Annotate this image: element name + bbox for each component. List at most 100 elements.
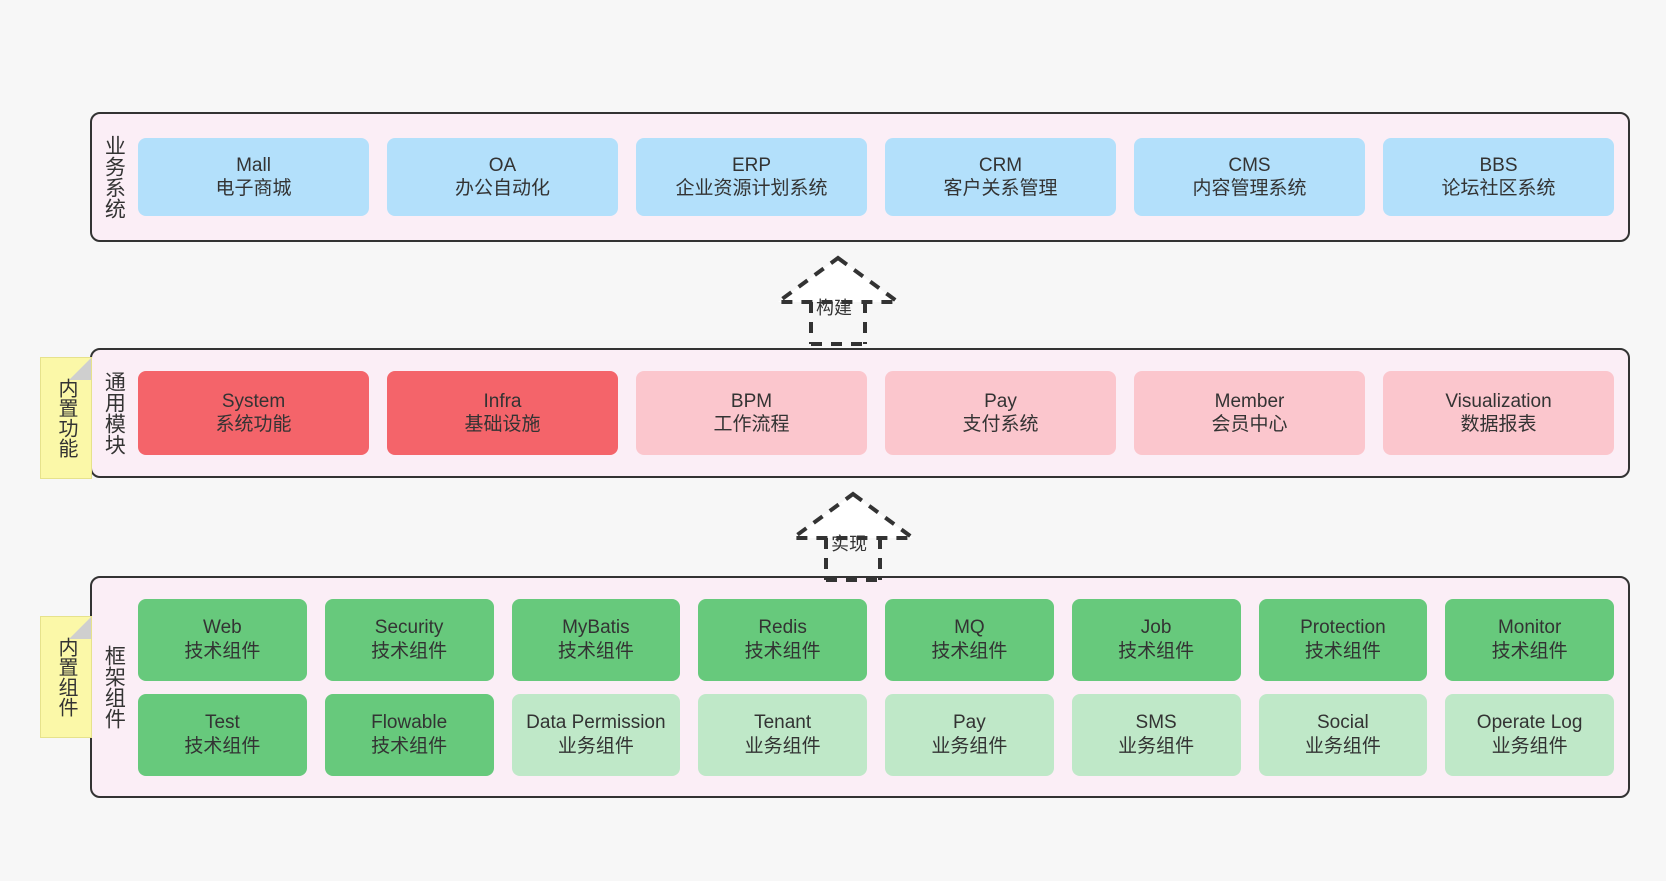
node-subtitle: 技术组件 xyxy=(557,640,634,662)
node-subtitle: 业务组件 xyxy=(744,735,821,757)
node-social[interactable]: Social 业务组件 xyxy=(1258,693,1428,776)
node-title: ERP xyxy=(731,154,772,176)
node-test[interactable]: Test 技术组件 xyxy=(138,693,307,776)
node-row: Mall 电子商城 OA 办公自动化 ERP 企业资源计划系统 CRM 客户关系… xyxy=(138,138,1614,216)
node-subtitle: 业务组件 xyxy=(557,735,634,757)
node-title: Test xyxy=(204,712,240,734)
node-monitor[interactable]: Monitor 技术组件 xyxy=(1445,598,1614,681)
node-pay-module[interactable]: Pay 支付系统 xyxy=(885,371,1116,455)
node-subtitle: 电子商城 xyxy=(215,178,292,199)
node-job[interactable]: Job 技术组件 xyxy=(1071,598,1241,681)
node-title: System xyxy=(221,390,286,412)
node-subtitle: 技术组件 xyxy=(1118,640,1195,662)
layer-body-framework-components: Web 技术组件 Security 技术组件 MyBatis 技术组件 Redi… xyxy=(134,578,1628,796)
node-title: Pay xyxy=(984,390,1017,412)
node-title: Infra xyxy=(483,390,522,412)
node-erp[interactable]: ERP 企业资源计划系统 xyxy=(636,138,867,216)
node-subtitle: 技术组件 xyxy=(1491,640,1568,662)
node-subtitle: 业务组件 xyxy=(931,735,1008,757)
node-title: Monitor xyxy=(1497,617,1562,639)
node-subtitle: 技术组件 xyxy=(371,640,448,662)
node-subtitle: 基础设施 xyxy=(464,414,541,435)
layer-common-modules: 通用模块 System 系统功能 Infra 基础设施 BPM 工作流程 Pay… xyxy=(90,348,1630,478)
node-sms[interactable]: SMS 业务组件 xyxy=(1071,693,1241,776)
node-subtitle: 技术组件 xyxy=(184,735,261,757)
node-oa[interactable]: OA 办公自动化 xyxy=(387,138,618,216)
node-mq[interactable]: MQ 技术组件 xyxy=(885,598,1054,681)
node-pay-component[interactable]: Pay 业务组件 xyxy=(885,693,1054,776)
node-title: Visualization xyxy=(1445,390,1552,412)
node-title: Data Permission xyxy=(526,712,666,734)
node-subtitle: 技术组件 xyxy=(371,735,448,757)
node-web[interactable]: Web 技术组件 xyxy=(138,598,307,681)
node-subtitle: 论坛社区系统 xyxy=(1441,178,1556,199)
layer-title-business-systems: 业务系统 xyxy=(102,135,126,219)
sticky-note-label: 内置组件 xyxy=(55,637,77,717)
node-title: CMS xyxy=(1228,154,1271,176)
node-subtitle: 企业资源计划系统 xyxy=(675,178,828,199)
node-subtitle: 业务组件 xyxy=(1118,735,1195,757)
node-title: Tenant xyxy=(754,712,812,734)
node-mybatis[interactable]: MyBatis 技术组件 xyxy=(511,598,681,681)
sticky-note-builtin-features: 内置功能 xyxy=(40,357,92,479)
sticky-note-label: 内置功能 xyxy=(55,378,77,458)
node-row: Test 技术组件 Flowable 技术组件 Data Permission … xyxy=(138,693,1614,776)
node-title: Flowable xyxy=(371,712,448,734)
node-subtitle: 办公自动化 xyxy=(454,178,550,199)
node-crm[interactable]: CRM 客户关系管理 xyxy=(885,138,1116,216)
layer-body-business-systems: Mall 电子商城 OA 办公自动化 ERP 企业资源计划系统 CRM 客户关系… xyxy=(134,114,1628,240)
connector-label-build: 构建 xyxy=(816,298,852,318)
node-system[interactable]: System 系统功能 xyxy=(138,371,369,455)
node-subtitle: 技术组件 xyxy=(744,640,821,662)
node-tenant[interactable]: Tenant 业务组件 xyxy=(698,693,867,776)
node-subtitle: 业务组件 xyxy=(1304,735,1381,757)
node-title: BBS xyxy=(1479,154,1518,176)
node-protection[interactable]: Protection 技术组件 xyxy=(1258,598,1428,681)
node-infra[interactable]: Infra 基础设施 xyxy=(387,371,618,455)
node-bbs[interactable]: BBS 论坛社区系统 xyxy=(1383,138,1614,216)
sticky-note-builtin-components: 内置组件 xyxy=(40,616,92,738)
layer-title-common-modules: 通用模块 xyxy=(102,371,126,455)
node-title: Operate Log xyxy=(1476,712,1583,734)
node-subtitle: 工作流程 xyxy=(713,414,790,435)
node-title: MQ xyxy=(954,617,985,639)
node-title: Security xyxy=(374,617,444,639)
node-title: CRM xyxy=(978,154,1023,176)
node-subtitle: 数据报表 xyxy=(1460,414,1537,435)
node-member[interactable]: Member 会员中心 xyxy=(1134,371,1365,455)
layer-title-framework-components: 框架组件 xyxy=(102,645,126,729)
node-title: OA xyxy=(488,154,517,176)
node-bpm[interactable]: BPM 工作流程 xyxy=(636,371,867,455)
node-subtitle: 系统功能 xyxy=(215,414,292,435)
node-subtitle: 支付系统 xyxy=(962,414,1039,435)
node-redis[interactable]: Redis 技术组件 xyxy=(698,598,867,681)
node-subtitle: 内容管理系统 xyxy=(1192,178,1307,199)
node-title: Member xyxy=(1214,390,1285,412)
node-subtitle: 客户关系管理 xyxy=(943,178,1058,199)
node-title: Job xyxy=(1140,617,1172,639)
node-security[interactable]: Security 技术组件 xyxy=(324,598,494,681)
connector-label-implement: 实现 xyxy=(831,534,867,554)
layer-business-systems: 业务系统 Mall 电子商城 OA 办公自动化 ERP 企业资源计划系统 CRM… xyxy=(90,112,1630,242)
node-operate-log[interactable]: Operate Log 业务组件 xyxy=(1445,693,1614,776)
node-visualization[interactable]: Visualization 数据报表 xyxy=(1383,371,1614,455)
node-flowable[interactable]: Flowable 技术组件 xyxy=(324,693,494,776)
node-title: MyBatis xyxy=(562,617,630,639)
node-subtitle: 业务组件 xyxy=(1491,735,1568,757)
node-cms[interactable]: CMS 内容管理系统 xyxy=(1134,138,1365,216)
connector-implement: 实现 xyxy=(765,490,945,582)
node-data-permission[interactable]: Data Permission 业务组件 xyxy=(511,693,681,776)
node-title: Social xyxy=(1317,712,1369,734)
node-title: Protection xyxy=(1300,617,1386,639)
node-row: System 系统功能 Infra 基础设施 BPM 工作流程 Pay 支付系统… xyxy=(138,371,1614,455)
node-title: Pay xyxy=(953,712,986,734)
layer-body-common-modules: System 系统功能 Infra 基础设施 BPM 工作流程 Pay 支付系统… xyxy=(134,350,1628,476)
node-title: Mall xyxy=(236,154,271,176)
node-subtitle: 技术组件 xyxy=(931,640,1008,662)
connector-build: 构建 xyxy=(750,254,930,346)
node-title: Web xyxy=(203,617,242,639)
layer-framework-components: 框架组件 Web 技术组件 Security 技术组件 MyBatis 技术组件… xyxy=(90,576,1630,798)
node-mall[interactable]: Mall 电子商城 xyxy=(138,138,369,216)
node-title: Redis xyxy=(758,617,807,639)
